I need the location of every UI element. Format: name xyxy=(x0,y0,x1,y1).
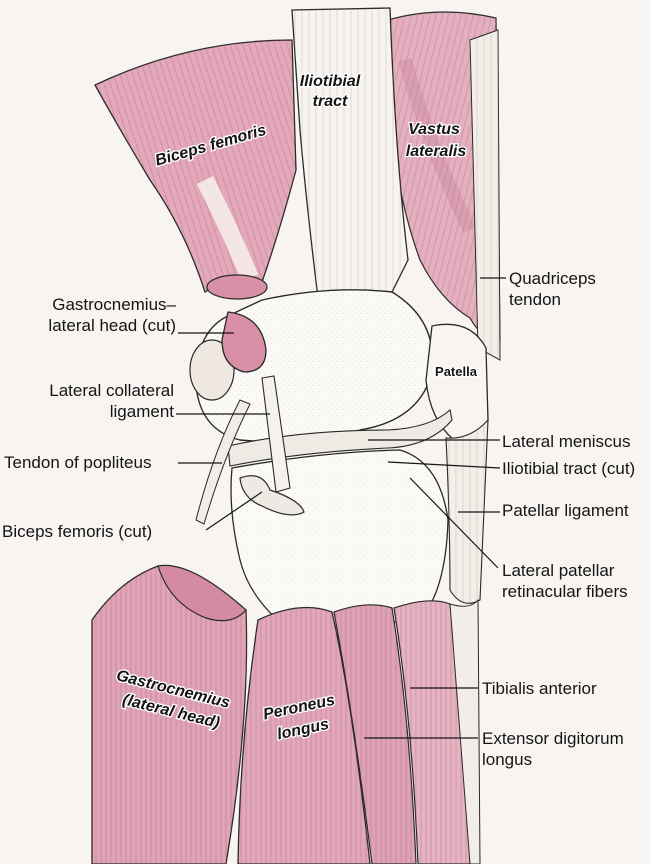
label-tibialis-anterior: Tibialis anterior xyxy=(482,678,597,699)
label-lateral-collateral-ligament: Lateral collateral ligament xyxy=(20,380,174,422)
label-patellar-ligament: Patellar ligament xyxy=(502,500,650,521)
biceps-femoris-muscle xyxy=(94,39,297,300)
inline-label-vastus-lateralis-2: lateralis xyxy=(406,143,467,160)
gastrocnemius-lower-muscle xyxy=(91,564,248,864)
iliotibial-tract-band xyxy=(291,7,409,300)
label-extensor-digitorum-longus: Extensor digitorum longus xyxy=(482,728,650,770)
label-tibialis-anterior-text: Tibialis anterior xyxy=(482,679,597,698)
label-quadriceps-tendon: Quadriceps tendon xyxy=(509,268,596,310)
label-gastrocnemius-lateral-head-cut: Gastrocnemius– lateral head (cut) xyxy=(34,294,176,336)
label-iliotibial-tract-cut: Iliotibial tract (cut) xyxy=(502,458,650,479)
leader-lines xyxy=(176,277,506,739)
leader-biceps-femoris-cut xyxy=(205,491,263,531)
label-lcl-line1: Lateral collateral xyxy=(49,381,174,400)
label-gastrocnemius-cut-line1: Gastrocnemius– xyxy=(52,295,176,314)
label-patellar-ligament-text: Patellar ligament xyxy=(502,501,629,520)
inline-label-vastus-lateralis-1: Vastus xyxy=(408,121,460,138)
label-tendon-of-popliteus-text: Tendon of popliteus xyxy=(4,453,152,472)
label-quadriceps-line2: tendon xyxy=(509,290,561,309)
extensor-digitorum-longus-muscle xyxy=(333,604,417,864)
label-extensor-line1: Extensor digitorum xyxy=(482,729,624,748)
inline-label-iliotibial-tract-1: Iliotibial xyxy=(300,73,361,90)
inline-label-patella: Patella xyxy=(435,364,478,379)
label-iliotibial-tract-cut-text: Iliotibial tract (cut) xyxy=(502,459,636,478)
label-retinacular-line1: Lateral patellar xyxy=(502,561,615,580)
label-lateral-meniscus: Lateral meniscus xyxy=(502,431,650,452)
label-lcl-line2: ligament xyxy=(109,402,174,421)
label-extensor-line2: longus xyxy=(482,750,533,769)
tibia-head xyxy=(230,449,449,631)
label-tendon-of-popliteus: Tendon of popliteus xyxy=(4,452,151,473)
tibialis-anterior-muscle xyxy=(393,598,481,864)
inline-label-iliotibial-tract-2: tract xyxy=(313,93,348,110)
label-lateral-meniscus-text: Lateral meniscus xyxy=(502,432,631,451)
label-biceps-femoris-cut-text: Biceps femoris (cut) xyxy=(2,522,153,541)
label-lateral-patellar-retinacular-fibers: Lateral patellar retinacular fibers xyxy=(502,560,650,602)
leader-iliotibial-tract-cut xyxy=(387,461,501,469)
label-quadriceps-line1: Quadriceps xyxy=(509,269,596,288)
lateral-collateral-ligament xyxy=(261,375,291,493)
label-gastrocnemius-cut-line2: lateral head (cut) xyxy=(48,316,176,335)
biceps-femoris-cut-stump xyxy=(239,475,305,516)
peroneus-longus-muscle xyxy=(237,606,371,864)
label-biceps-femoris-cut: Biceps femoris (cut) xyxy=(2,521,152,542)
leader-lateral-patellar-retinacular xyxy=(409,477,499,569)
gastrocnemius-lateral-head-cut xyxy=(189,311,267,401)
popliteus-tendon xyxy=(195,399,251,525)
label-retinacular-line2: retinacular fibers xyxy=(502,582,628,601)
